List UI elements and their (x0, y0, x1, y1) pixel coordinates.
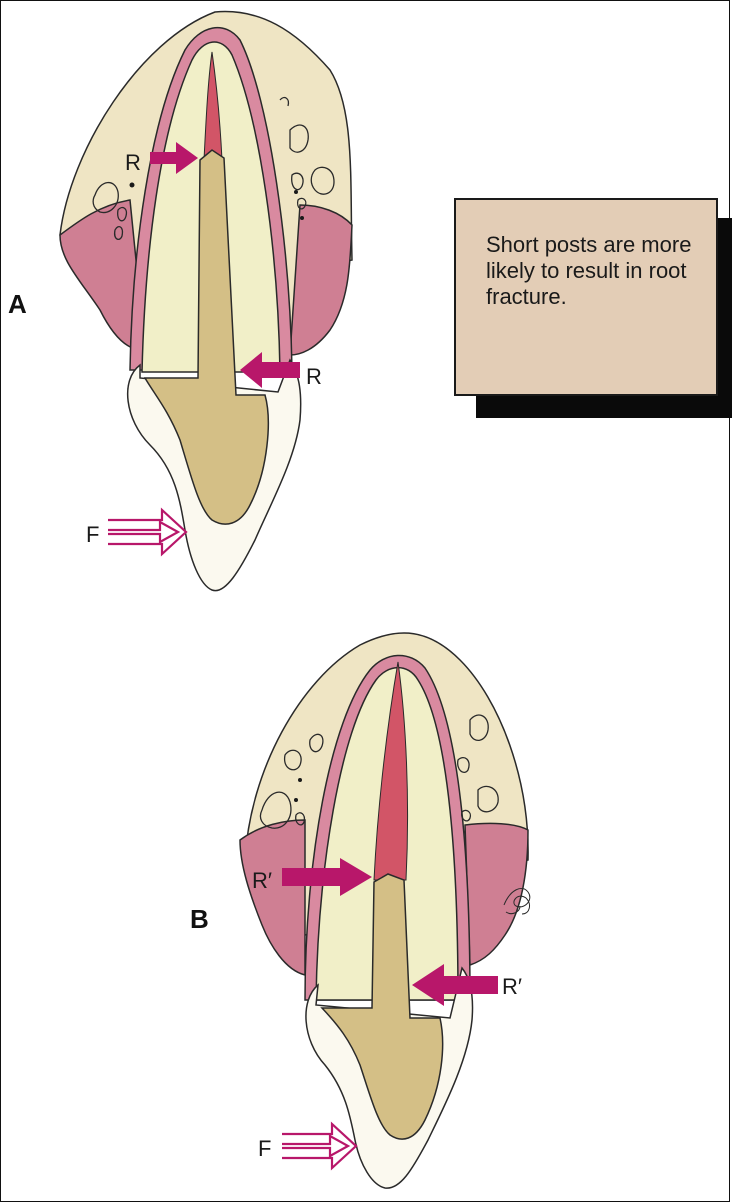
label-r-upper-b: R′ (252, 868, 272, 893)
label-r-lower-b: R′ (502, 974, 522, 999)
note-box: Short posts are more likely to result in… (454, 198, 718, 396)
gingiva-a-right (290, 205, 352, 355)
gingiva-b (240, 820, 305, 975)
label-f-b: F (258, 1136, 271, 1161)
note-text: Short posts are more likely to result in… (486, 232, 701, 310)
arrow-force-b (282, 1124, 356, 1168)
label-f-a: F (86, 522, 99, 547)
gingiva-b-right (465, 823, 528, 965)
panel-label-a: A (8, 289, 27, 319)
arrow-force-a (108, 510, 186, 554)
panel-a: R R F A (8, 12, 352, 591)
panel-b: R′ R′ F B (190, 633, 530, 1188)
label-r-upper-a: R (125, 150, 141, 175)
label-r-lower-a: R (306, 364, 322, 389)
panel-label-b: B (190, 904, 209, 934)
